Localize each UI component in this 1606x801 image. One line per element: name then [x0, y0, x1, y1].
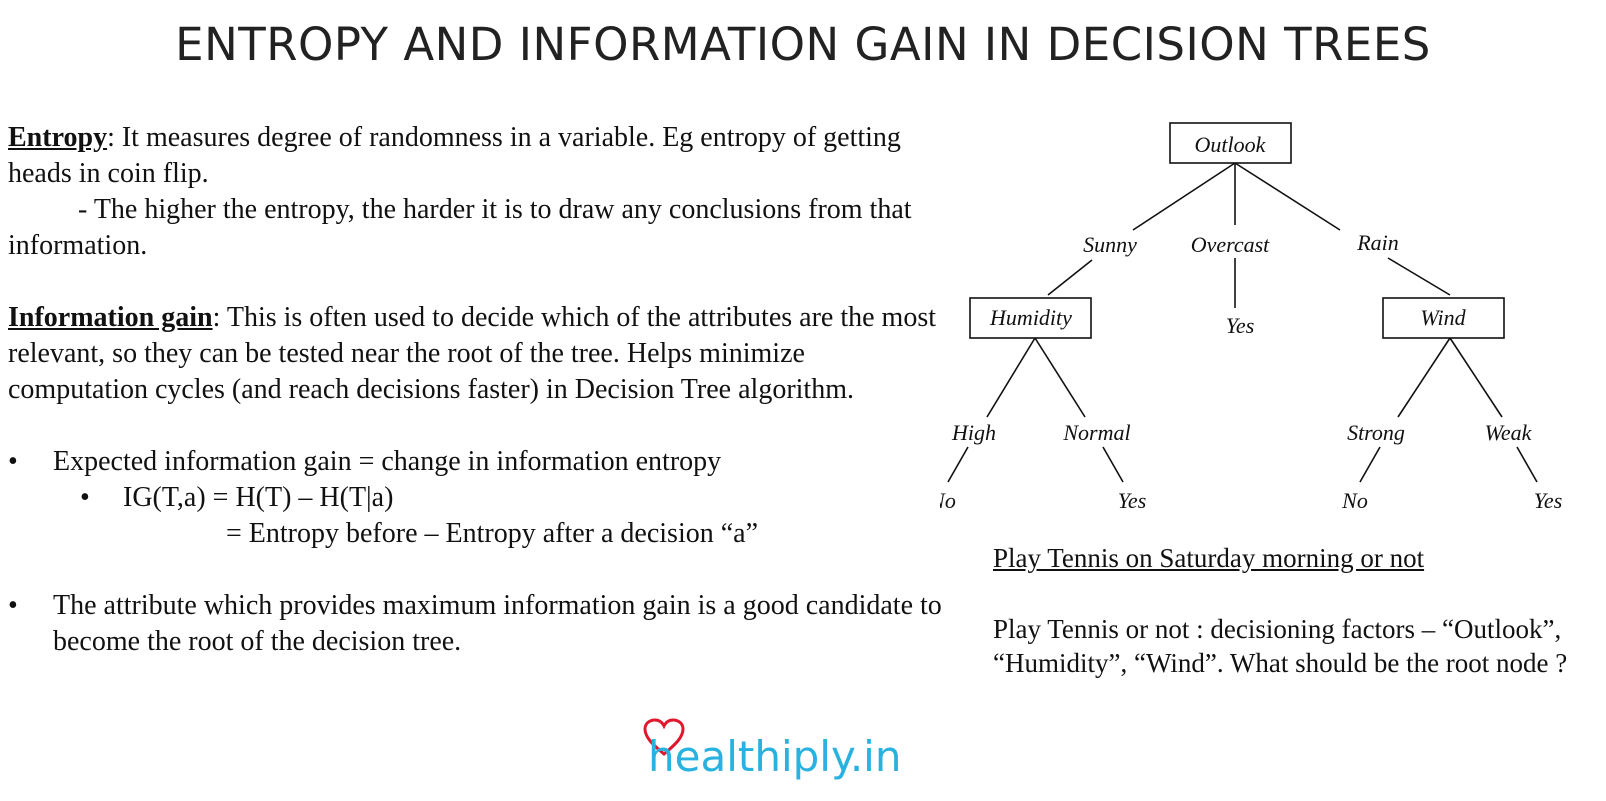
info-gain-definition: : This is often used to decide which of …: [8, 302, 936, 405]
edge-sunny: Sunny: [1083, 232, 1137, 257]
bullet-expected-gain: • Expected information gain = change in i…: [8, 444, 943, 480]
leaf-normal-yes: Yes: [1118, 488, 1147, 513]
spacer: [8, 552, 943, 588]
node-humidity: Humidity: [989, 305, 1072, 330]
leaf-high-no: No: [940, 488, 956, 513]
bullet-icon: •: [8, 590, 18, 621]
tree-description: Play Tennis or not : decisioning factors…: [993, 614, 1568, 678]
logo-text: healthiply.in: [648, 732, 902, 781]
ig-formula-continued: = Entropy before – Entropy after a decis…: [226, 518, 759, 549]
entropy-definition: : It measures degree of randomness in a …: [8, 122, 901, 189]
info-gain-term: Information gain: [8, 302, 213, 333]
bullet-icon: •: [80, 482, 90, 513]
info-gain-paragraph: Information gain: This is often used to …: [8, 300, 943, 408]
entropy-paragraph: Entropy: It measures degree of randomnes…: [8, 120, 943, 192]
edge-rain: Rain: [1356, 230, 1399, 255]
bullet-icon: •: [8, 446, 18, 477]
bullet-text: The attribute which provides maximum inf…: [53, 590, 942, 657]
edge-normal: Normal: [1062, 420, 1130, 445]
page-title: ENTROPY AND INFORMATION GAIN IN DECISION…: [175, 18, 1431, 71]
entropy-term: Entropy: [8, 122, 108, 153]
healthiply-logo: healthiply.in: [640, 718, 920, 790]
leaf-weak-yes: Yes: [1534, 488, 1563, 513]
edge-high: High: [951, 420, 996, 445]
bullet-ig-formula: • IG(T,a) = H(T) – H(T|a): [8, 480, 943, 516]
bullet-max-gain: • The attribute which provides maximum in…: [8, 588, 943, 660]
ig-formula: IG(T,a) = H(T) – H(T|a): [123, 482, 394, 513]
node-outlook: Outlook: [1195, 132, 1267, 157]
leaf-strong-no: No: [1341, 488, 1368, 513]
tree-caption: Play Tennis on Saturday morning or not: [993, 543, 1425, 573]
edge-overcast: Overcast: [1191, 232, 1270, 257]
node-wind: Wind: [1420, 305, 1466, 330]
bullet-text: Expected information gain = change in in…: [53, 446, 722, 477]
heart-icon: [643, 718, 685, 756]
edge-weak: Weak: [1485, 420, 1533, 445]
spacer: [8, 264, 943, 300]
leaf-overcast-yes: Yes: [1226, 313, 1255, 338]
left-column: Entropy: It measures degree of randomnes…: [8, 120, 943, 660]
decision-tree-diagram: Outlook Sunny Overcast Rain Humidity Yes…: [940, 122, 1563, 513]
entropy-note: - The higher the entropy, the harder it …: [8, 194, 912, 261]
edge-strong: Strong: [1347, 420, 1405, 445]
spacer: [8, 408, 943, 444]
